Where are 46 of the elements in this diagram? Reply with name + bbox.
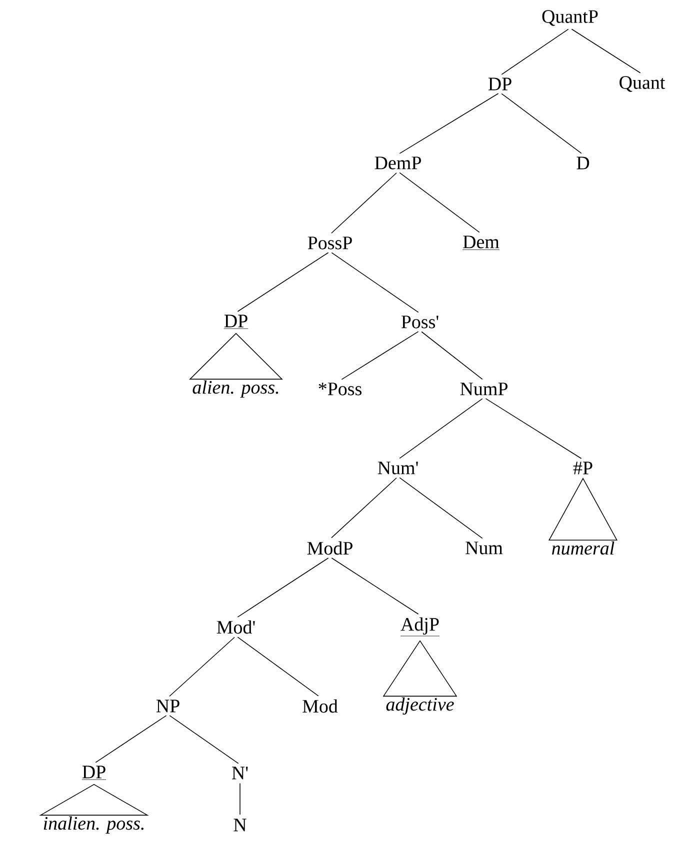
category-label: Dem xyxy=(462,236,500,250)
branch-line xyxy=(331,172,397,234)
branch-line xyxy=(331,252,419,313)
category-label: Num xyxy=(466,542,503,554)
branch-line xyxy=(237,252,329,312)
branch-line xyxy=(331,477,397,538)
branch-line xyxy=(501,93,582,154)
branch-line xyxy=(399,398,483,459)
branch-line xyxy=(501,28,569,75)
category-label: PossP xyxy=(308,236,352,250)
category-label: N xyxy=(234,818,246,832)
branch-line xyxy=(399,477,483,539)
leaf-text: inalien. poss. xyxy=(44,816,144,834)
branch-line xyxy=(95,715,167,763)
branch-line xyxy=(571,28,641,74)
category-label: D xyxy=(576,156,590,170)
branch-line xyxy=(169,636,235,697)
category-label: NumP xyxy=(460,382,508,396)
category-label: QuantP xyxy=(542,10,598,26)
category-label: DemP xyxy=(374,156,421,170)
category-label: *Poss xyxy=(318,382,362,396)
leaf-text: adjective xyxy=(386,697,454,715)
category-label: NP xyxy=(156,700,180,712)
branch-line xyxy=(331,558,419,614)
category-label: Quant xyxy=(620,76,666,92)
category-label: DP xyxy=(82,766,106,780)
category-label: N' xyxy=(232,766,248,780)
category-label: Poss' xyxy=(401,316,438,328)
branch-line xyxy=(169,715,239,764)
branch-line xyxy=(341,331,419,380)
branch-line xyxy=(421,331,483,380)
category-label: Mod xyxy=(302,699,338,713)
category-label: ModP xyxy=(307,541,352,555)
category-label: DP xyxy=(224,314,248,329)
category-label: Num' xyxy=(378,462,418,474)
category-label: Mod' xyxy=(216,620,255,634)
branch-line xyxy=(237,636,319,696)
leaf-text: numeral xyxy=(552,541,614,555)
category-label: DP xyxy=(488,78,512,90)
branch-line xyxy=(237,558,329,618)
branch-line xyxy=(485,398,582,459)
branch-line xyxy=(399,93,499,154)
category-label: AdjP xyxy=(400,617,440,636)
branch-line xyxy=(399,172,480,233)
category-label: #P xyxy=(573,462,592,474)
leaf-text: alien. poss. xyxy=(192,380,278,398)
